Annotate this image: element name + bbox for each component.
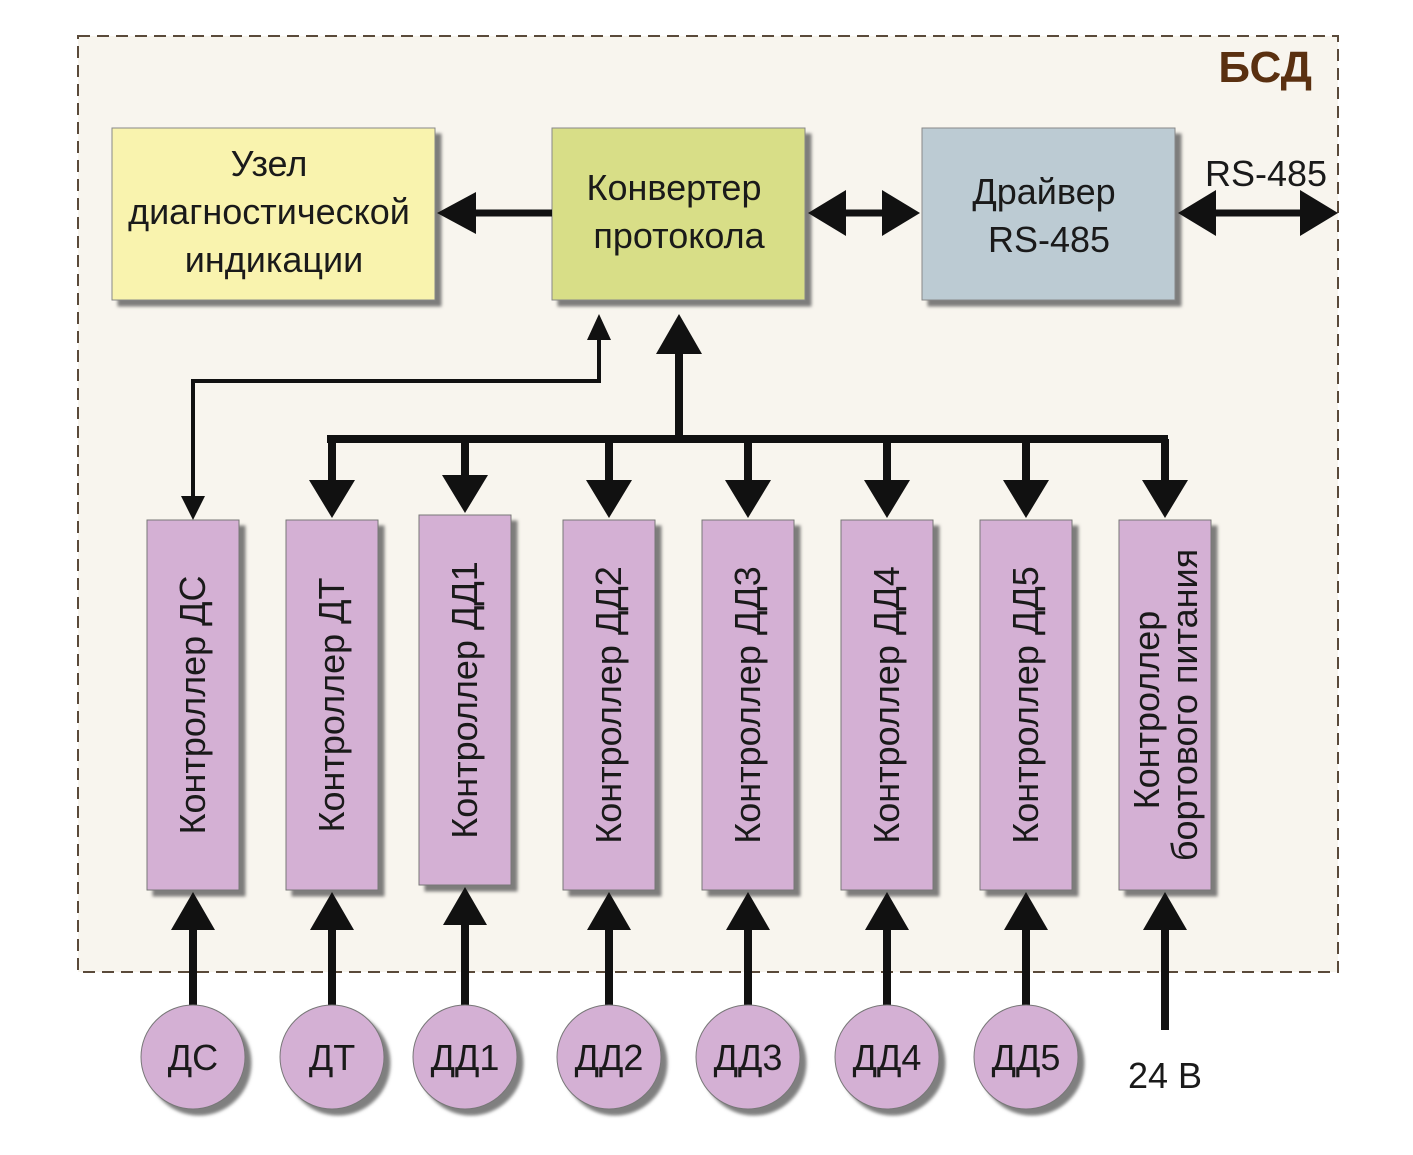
controller-dd5: Контроллер ДД5 (979, 519, 1073, 891)
converter-line-2: протокола (593, 215, 765, 256)
bus-drop-arrowhead (1142, 480, 1188, 518)
controller-dt-label: Контроллер ДТ (311, 577, 352, 832)
sensor-arrowhead (587, 892, 631, 930)
indicator-block: Узел диагностической индикации (111, 127, 436, 301)
sensor-7: ДД5 (973, 1004, 1079, 1110)
sensor-label: ДД3 (714, 1037, 783, 1078)
bus-drop-arrowhead (725, 480, 771, 518)
svg-text:Контроллер ДД3: Контроллер ДД3 (727, 566, 768, 843)
sensor-arrowhead (865, 892, 909, 930)
svg-text:Драйвер RS-485: Драйвер RS-485 (972, 171, 1125, 260)
bus-drop-arrowhead (586, 480, 632, 518)
sensor-arrowhead (1143, 892, 1187, 930)
controller-dd4: Контроллер ДД4 (840, 519, 934, 891)
controller-dd5-label: Контроллер ДД5 (1005, 566, 1046, 843)
svg-text:Контроллер ДД5: Контроллер ДД5 (1005, 566, 1046, 843)
controller-dd1-label: Контроллер ДД1 (444, 561, 485, 838)
top-connectors (437, 190, 1338, 236)
svg-text:Контроллер ДТ: Контроллер ДТ (311, 577, 352, 832)
sensor-label: ДД5 (992, 1037, 1061, 1078)
sensor-arrowhead (310, 892, 354, 930)
controller-dt: Контроллер ДТ (285, 519, 379, 891)
sensor-3: ДД1 (412, 1004, 518, 1110)
sensor-label: ДС (168, 1037, 218, 1078)
svg-text:Контроллер бортового п: Контроллер бортового питания (1126, 549, 1205, 861)
indicator-line-2: диагностической (128, 191, 410, 232)
driver-block: Драйвер RS-485 (921, 127, 1176, 301)
controller-dd4-label: Контроллер ДД4 (866, 566, 907, 843)
bus-drop-arrowhead (864, 480, 910, 518)
sensor-4: ДД2 (556, 1004, 662, 1110)
controller-dd2-label: Контроллер ДД2 (588, 566, 629, 843)
indicator-line-1: Узел (231, 143, 308, 184)
sensor-2: ДТ (279, 1004, 385, 1110)
controllers: Контроллер ДС Контроллер ДТ Контроллер Д… (146, 514, 1212, 891)
controller-dd2: Контроллер ДД2 (562, 519, 656, 891)
svg-text:Узел диагностической: Узел диагностической индикации (128, 143, 420, 280)
bus-drop-arrowhead (442, 475, 488, 513)
sensor-circle (556, 1004, 662, 1110)
bus-drops (309, 439, 1188, 518)
controller-power-label-1: Контроллер (1126, 611, 1167, 810)
svg-text:Контроллер ДС: Контроллер ДС (172, 575, 213, 834)
sensor-arrowhead (171, 892, 215, 930)
sensor-circle (695, 1004, 801, 1110)
svg-text:Контроллер ДД4: Контроллер ДД4 (866, 566, 907, 843)
sensor-arrows (171, 887, 1187, 1030)
bus-drop-arrowhead (1003, 480, 1049, 518)
controller-power: Контроллер бортового питания (1118, 519, 1212, 891)
converter-block: Конвертер протокола (551, 127, 806, 301)
driver-line-2: RS-485 (988, 219, 1110, 260)
bsd-label: БСД (1218, 43, 1312, 92)
controller-dd1: Контроллер ДД1 (418, 514, 512, 886)
controller-dd3-label: Контроллер ДД3 (727, 566, 768, 843)
sensor-label: ДД4 (853, 1037, 922, 1078)
controller-ds-label: Контроллер ДС (172, 575, 213, 834)
sensor-arrowhead (443, 887, 487, 925)
sensor-circle (412, 1004, 518, 1110)
sensor-label: ДД2 (575, 1037, 644, 1078)
controller-power-label-2: бортового питания (1164, 549, 1205, 861)
sensor-circle (140, 1004, 246, 1110)
sensor-6: ДД4 (834, 1004, 940, 1110)
sensor-circle (834, 1004, 940, 1110)
rs485-label: RS-485 (1205, 153, 1327, 194)
sensor-arrowhead (726, 892, 770, 930)
controller-ds: Контроллер ДС (146, 519, 240, 891)
sensor-label: ДД1 (431, 1037, 500, 1078)
svg-text:Конвертер протокола: Конвертер протокола (587, 167, 772, 256)
sensor-label: ДТ (309, 1037, 355, 1078)
controller-dd3: Контроллер ДД3 (701, 519, 795, 891)
sensor-1: ДС (140, 1004, 246, 1110)
bus-drop-arrowhead (309, 480, 355, 518)
driver-line-1: Драйвер (972, 171, 1115, 212)
sensor-circle (279, 1004, 385, 1110)
svg-text:Контроллер ДД1: Контроллер ДД1 (444, 561, 485, 838)
sensor-circle (973, 1004, 1079, 1110)
sensor-5: ДД3 (695, 1004, 801, 1110)
sensors: ДС ДТ ДД1 ДД2 ДД3 ДД4 ДД5 (140, 1004, 1079, 1110)
indicator-line-3: индикации (185, 239, 364, 280)
power-label: 24 В (1128, 1055, 1202, 1096)
svg-text:Контроллер ДД2: Контроллер ДД2 (588, 566, 629, 843)
converter-line-1: Конвертер (587, 167, 762, 208)
sensor-arrowhead (1004, 892, 1048, 930)
